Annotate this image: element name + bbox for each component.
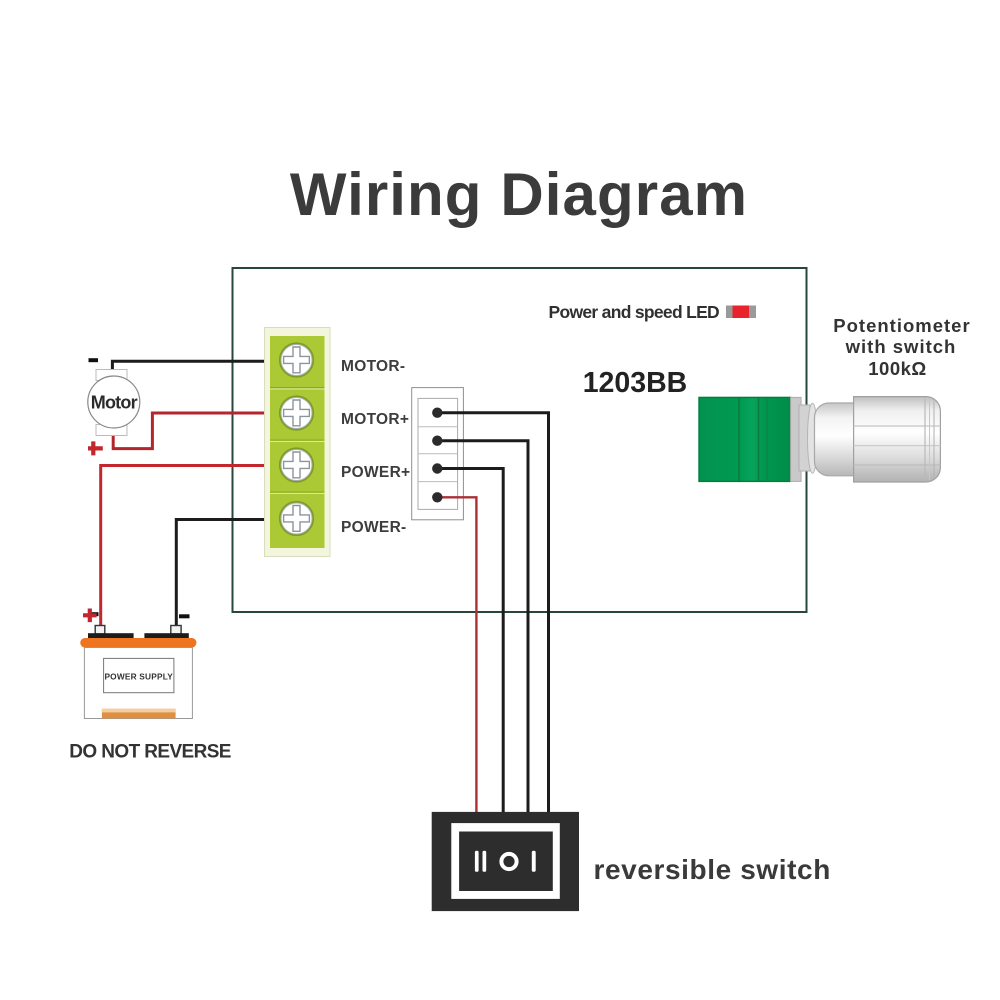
svg-text:POWER-: POWER- (341, 519, 407, 536)
svg-text:1203BB: 1203BB (583, 367, 688, 399)
svg-text:DO NOT REVERSE: DO NOT REVERSE (69, 742, 231, 763)
svg-text:reversible switch: reversible switch (594, 854, 831, 885)
svg-text:100kΩ: 100kΩ (868, 358, 927, 379)
svg-text:MOTOR-: MOTOR- (341, 358, 405, 375)
svg-text:POWER SUPPLY: POWER SUPPLY (104, 672, 173, 682)
svg-text:with switch: with switch (845, 336, 957, 357)
svg-text:POWER+: POWER+ (341, 464, 410, 481)
svg-text:Motor: Motor (91, 392, 138, 412)
svg-text:Power and speed LED: Power and speed LED (549, 302, 720, 322)
svg-text:MOTOR+: MOTOR+ (341, 411, 409, 428)
svg-text:Wiring Diagram: Wiring Diagram (290, 161, 748, 228)
svg-text:Potentiometer: Potentiometer (833, 315, 970, 336)
